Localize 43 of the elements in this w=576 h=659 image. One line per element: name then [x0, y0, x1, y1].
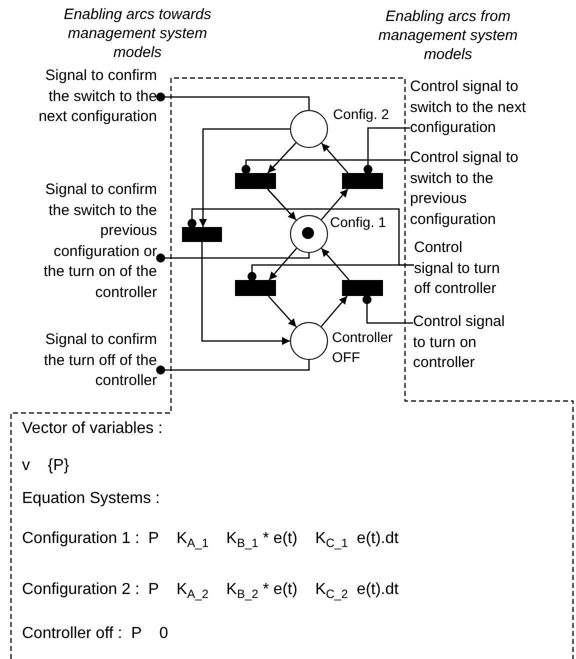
equation-text: Controller off : P 0 [22, 624, 168, 644]
signal-label: Control signal to switch to the previous configuration [410, 148, 524, 230]
transition-bar [235, 280, 276, 296]
signal-label: Signal to confirm the switch to the next configuration [31, 66, 157, 128]
arc [268, 296, 297, 328]
arc [320, 296, 348, 327]
transition-bar [342, 173, 383, 189]
arc [267, 142, 296, 174]
equation-text: Equation Systems : [22, 489, 160, 509]
signal-label: Signal to confirm the switch to the previous configuration or the turn on of the controller [31, 180, 157, 303]
place-circle [290, 322, 328, 360]
arc [156, 360, 310, 374]
transition-bar [182, 227, 222, 242]
arc [199, 128, 290, 227]
place-label: Controller OFF [332, 328, 394, 367]
arc [321, 142, 348, 174]
signal-label: Control signal to turn off controller [414, 238, 503, 300]
equation-text: Vector of variables : [22, 419, 163, 439]
equation-text: Configuration 2 : P K$_{A_2}$ K$_{B_2}$ * e(t) K$_{C_2}$ e(t).dt [22, 580, 399, 604]
equation-text: Configuration 1 : P K$_{A_1}$ K$_{B_1}$ * e(t) K$_{C_1}$ e(t).dt [22, 529, 399, 552]
place-circle [290, 110, 328, 148]
section-heading: Enabling arcs from management system models [377, 7, 519, 64]
arc [248, 264, 414, 281]
signal-label: Control signal to turn on controller [413, 312, 509, 374]
place-circle [290, 215, 328, 253]
place-label: Config. 2 [333, 105, 390, 124]
arc [268, 248, 298, 280]
section-heading: Enabling arcs towards management system models [62, 5, 212, 62]
transition-bar [342, 280, 383, 296]
place-label: Config. 1 [330, 213, 388, 232]
arc [320, 248, 350, 280]
arc [156, 253, 310, 262]
transition-bar [235, 173, 276, 189]
arc [320, 188, 348, 220]
arc [267, 188, 297, 220]
arc [362, 295, 413, 324]
equation-text: v {P} [22, 456, 70, 476]
arc [156, 92, 310, 110]
signal-label: Control signal to switch to the next configuration [410, 77, 530, 138]
arc [242, 159, 410, 174]
signal-label: Signal to confirm the turn off of the controller [31, 330, 157, 392]
arc [364, 127, 410, 174]
arc [201, 242, 290, 345]
